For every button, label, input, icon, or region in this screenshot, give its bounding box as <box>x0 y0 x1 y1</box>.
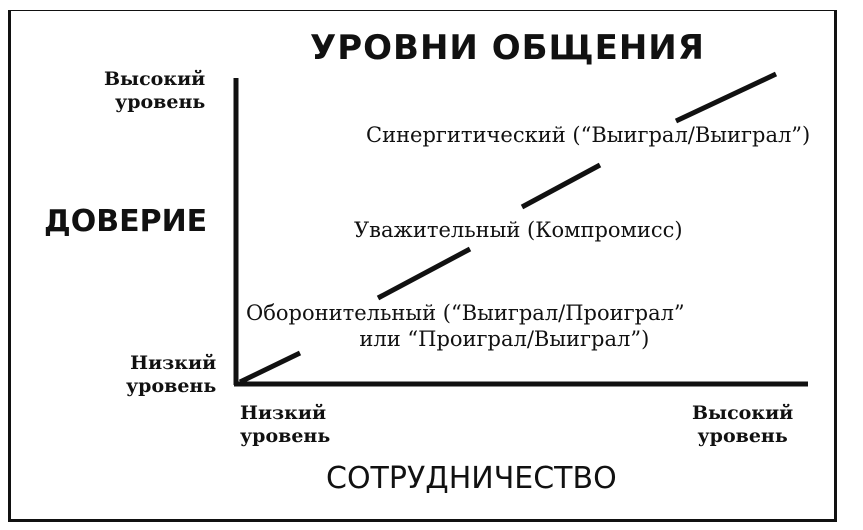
trend-segment-respectful-to-synergetic <box>520 162 602 210</box>
y-axis-low-label: Низкий уровень <box>126 352 216 398</box>
trend-segment-high <box>674 71 778 124</box>
y-high-line1: Высокий <box>104 68 206 90</box>
x-axis-title: СОТРУДНИЧЕСТВО <box>326 461 617 496</box>
y-axis-high-label: Высокий уровень <box>104 68 205 114</box>
diagram-border <box>8 10 837 522</box>
y-low-line1: Низкий <box>130 352 217 374</box>
level-defensive-line2: или “Проиграл/Выиграл”) <box>359 327 650 351</box>
x-high-line1: Высокий <box>692 402 794 424</box>
level-synergetic: Синергитический (“Выиграл/Выиграл”) <box>366 123 811 147</box>
y-low-line2: уровень <box>126 375 217 397</box>
level-defensive: Оборонительный (“Выиграл/Проиграл” или “… <box>246 300 685 352</box>
trend-segment-low <box>238 350 302 385</box>
x-axis-low-label: Низкий уровень <box>240 402 330 448</box>
x-axis-high-label: Высокий уровень <box>692 402 793 448</box>
y-axis-title: ДОВЕРИЕ <box>44 204 208 239</box>
level-respectful: Уважительный (Компромисс) <box>354 218 683 242</box>
x-high-line2: уровень <box>697 425 788 447</box>
x-low-line2: уровень <box>240 425 331 447</box>
diagram-title: УРОВНИ ОБЩЕНИЯ <box>310 28 705 68</box>
y-high-line2: уровень <box>115 91 206 113</box>
x-low-line1: Низкий <box>240 402 327 424</box>
level-defensive-line1: Оборонительный (“Выиграл/Проиграл” <box>246 301 685 325</box>
trend-segment-defensive-to-respectful <box>376 246 472 301</box>
